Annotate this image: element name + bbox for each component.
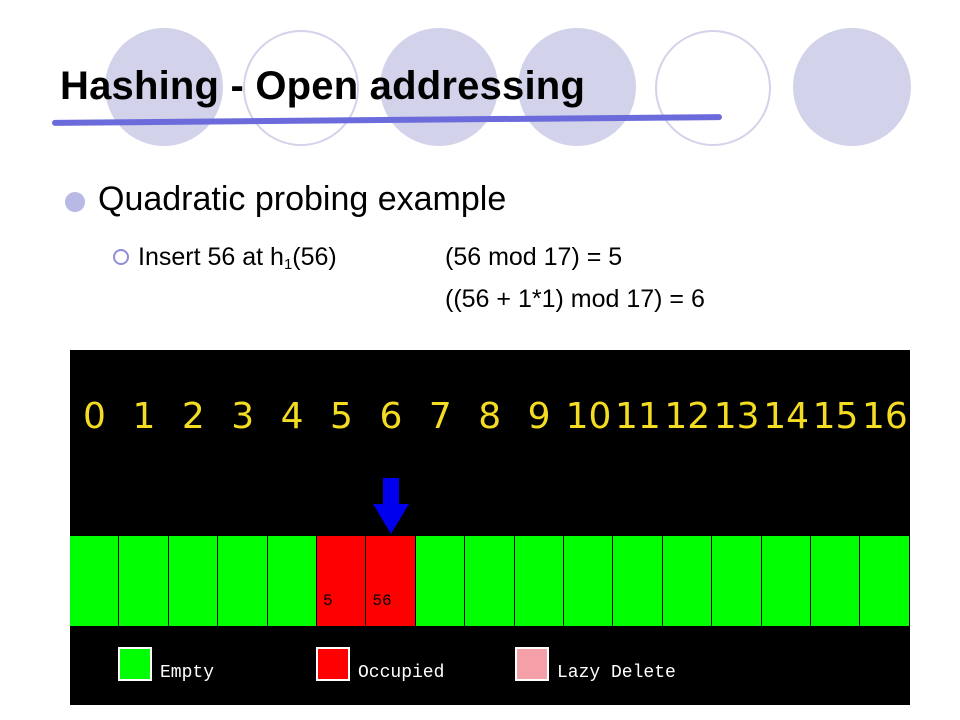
decorative-ring: [655, 30, 771, 146]
legend-label: Occupied: [358, 663, 445, 683]
decorative-circle: [105, 28, 223, 146]
table-slot: [712, 536, 762, 626]
legend-swatch: [515, 647, 549, 681]
index-label: 16: [861, 396, 908, 437]
sub-bullet-icon: [113, 249, 129, 265]
bullet-text: Quadratic probing example: [98, 180, 507, 218]
index-label: 9: [527, 396, 551, 437]
bullet-icon: [65, 192, 85, 212]
decorative-ring: [243, 30, 359, 146]
legend-swatch: [118, 647, 152, 681]
table-slot: [514, 536, 564, 626]
decorative-circle: [518, 28, 636, 146]
table-slot: [218, 536, 268, 626]
table-slot: [860, 536, 910, 626]
index-label: 13: [713, 396, 760, 437]
decorative-circle: [380, 28, 498, 146]
table-slot: [267, 536, 317, 626]
index-label: 6: [379, 396, 403, 437]
table-slot: [811, 536, 861, 626]
index-label: 1: [132, 396, 156, 437]
table-slot: [662, 536, 713, 626]
table-slot: [465, 536, 515, 626]
legend-label: Lazy Delete: [557, 663, 676, 683]
table-slot: [613, 536, 663, 626]
index-label: 4: [280, 396, 304, 437]
index-label: 0: [83, 396, 106, 437]
probe-formula-1: (56 mod 17) = 5: [445, 243, 623, 271]
table-slot: [168, 536, 219, 626]
insert-description: Insert 56 at h1(56): [138, 243, 337, 272]
index-label: 3: [231, 396, 255, 437]
insert-suffix: (56): [292, 243, 337, 271]
index-label: 15: [812, 396, 859, 437]
table-slot: [415, 536, 466, 626]
table-slot: 5: [317, 536, 367, 626]
decorative-circle: [793, 28, 911, 146]
table-slot: 56: [366, 536, 416, 626]
probe-formula-2: ((56 + 1*1) mod 17) = 6: [445, 285, 705, 313]
table-slot: [761, 536, 811, 626]
index-label: 7: [428, 396, 452, 437]
legend-swatch: [316, 647, 350, 681]
index-label: 12: [664, 396, 711, 437]
slot-row: 5 56: [70, 536, 910, 626]
table-slot: [564, 536, 614, 626]
hash-subscript: 1: [283, 256, 293, 273]
index-label: 8: [478, 396, 502, 437]
table-slot: [119, 536, 169, 626]
index-label: 11: [614, 396, 661, 437]
index-label: 2: [181, 396, 205, 437]
index-label: 10: [565, 396, 612, 437]
table-slot: [70, 536, 120, 626]
index-label: 14: [763, 396, 809, 437]
slot-value: 5: [323, 592, 333, 610]
insert-prefix: Insert 56 at h: [138, 243, 284, 271]
slot-value: 56: [372, 592, 392, 610]
page-title: Hashing - Open addressing: [60, 64, 586, 108]
legend-label: Empty: [160, 663, 215, 683]
down-arrow-icon: [373, 478, 410, 534]
index-label: 5: [330, 396, 353, 437]
